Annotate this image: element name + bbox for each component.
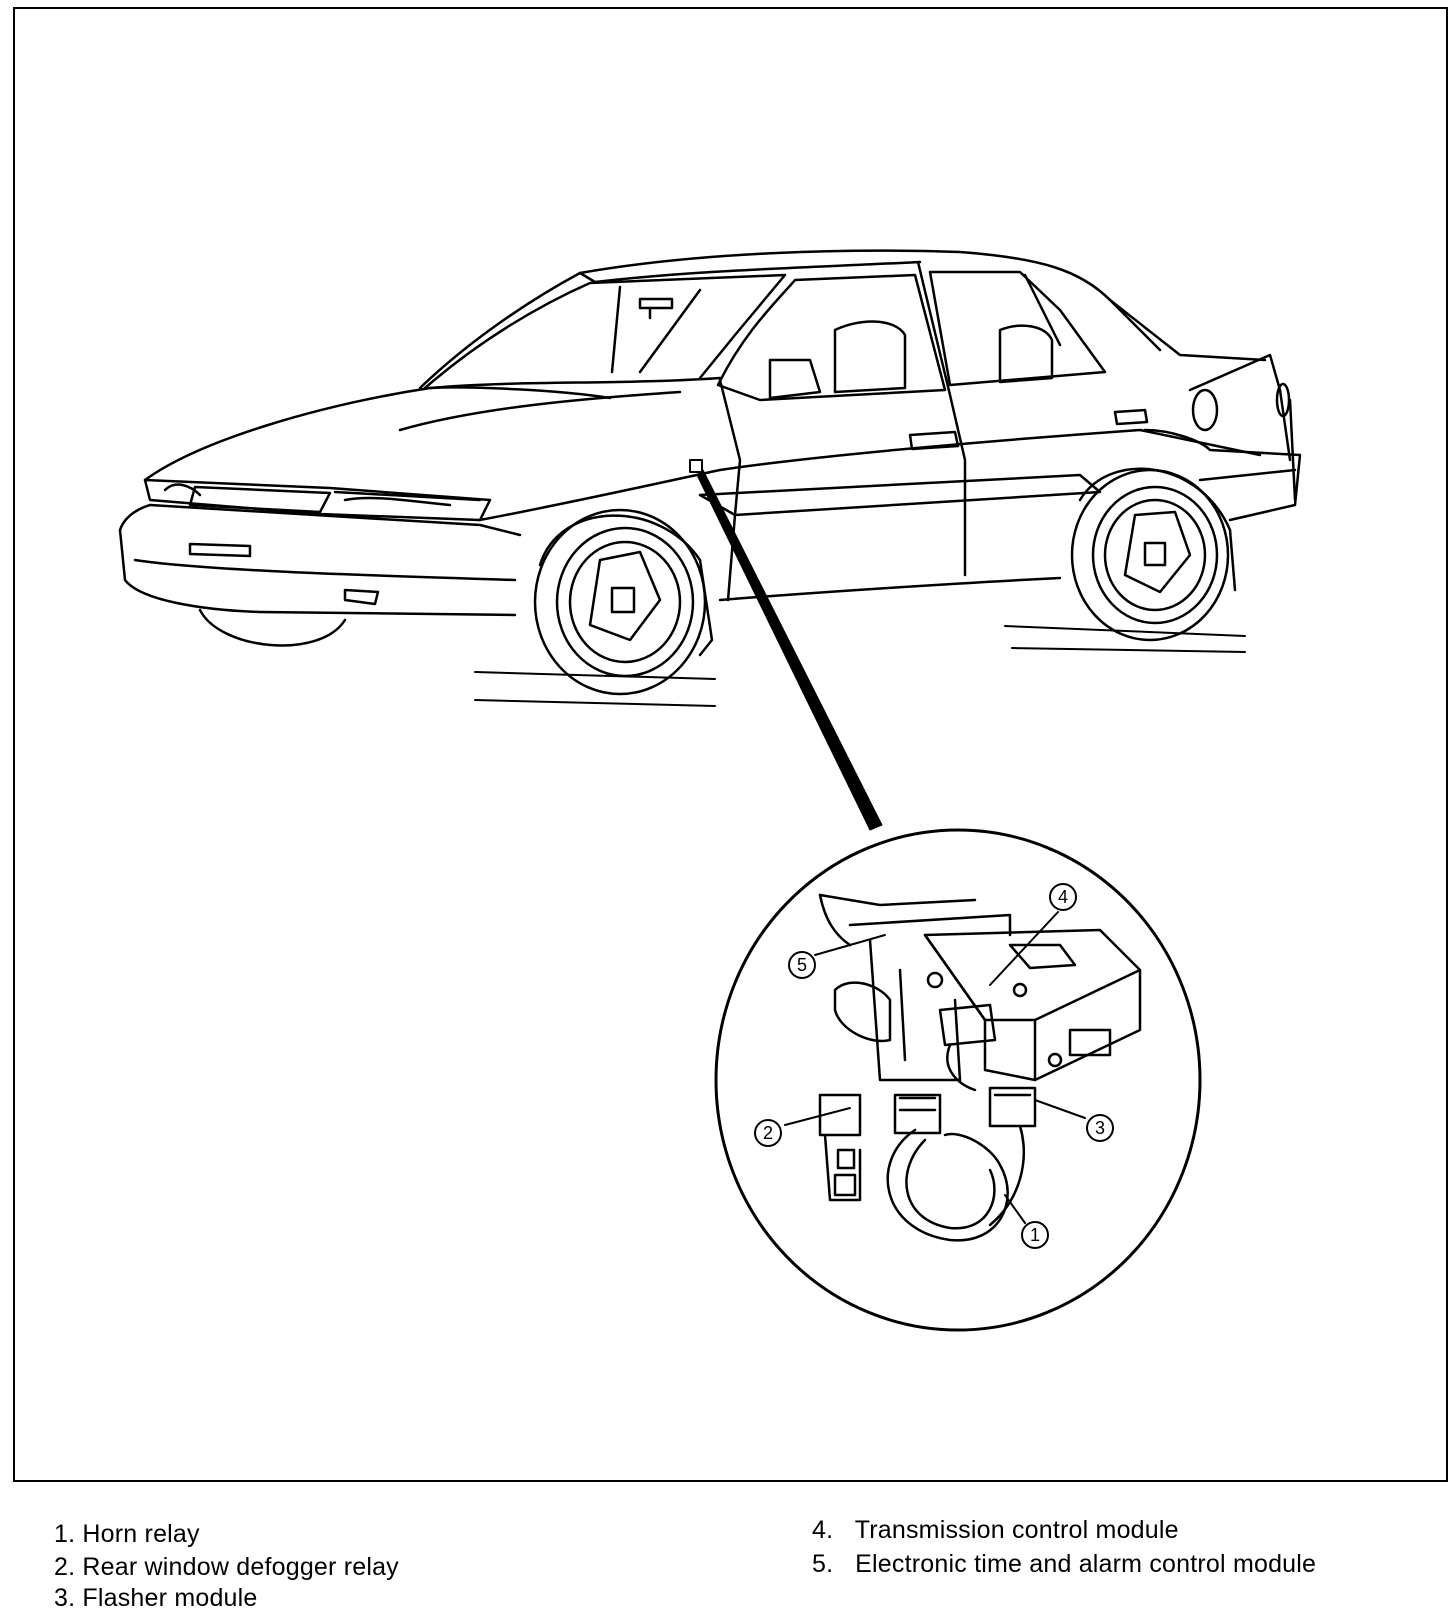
front-wheel bbox=[533, 508, 714, 696]
callout-number: 5 bbox=[797, 955, 807, 975]
legend-number: 3. bbox=[54, 1584, 76, 1612]
callout-5: 5 bbox=[788, 951, 816, 979]
ground-lines bbox=[474, 625, 1246, 707]
legend-label: Flasher module bbox=[82, 1584, 258, 1612]
legend-label: Transmission control module bbox=[854, 1516, 1179, 1544]
legend-item-rear-window-defogger-relay: 2. Rear window defogger relay bbox=[54, 1553, 399, 1582]
detail-inset: 4 5 2 3 1 bbox=[714, 828, 1202, 1332]
rear-wheel bbox=[1070, 467, 1237, 642]
callout-4: 4 bbox=[1049, 883, 1077, 911]
legend-label: Rear window defogger relay bbox=[82, 1553, 399, 1581]
legend-item-electronic-time-and-alarm-control-module: 5. Electronic time and alarm control mod… bbox=[812, 1550, 1316, 1579]
leader-line bbox=[696, 469, 883, 831]
callout-3: 3 bbox=[1086, 1114, 1114, 1142]
legend-number: 5. bbox=[812, 1550, 834, 1578]
legend-label: Electronic time and alarm control module bbox=[855, 1550, 1317, 1578]
legend-number: 1. bbox=[54, 1520, 76, 1548]
callout-number: 3 bbox=[1095, 1118, 1105, 1138]
callout-2: 2 bbox=[754, 1119, 782, 1147]
callout-number: 2 bbox=[763, 1123, 773, 1143]
callout-1: 1 bbox=[1021, 1221, 1049, 1249]
callout-number: 4 bbox=[1058, 887, 1068, 907]
diagram-frame bbox=[13, 7, 1448, 1482]
car-body bbox=[118, 249, 1302, 647]
legend-item-flasher-module: 3. Flasher module bbox=[54, 1584, 258, 1613]
legend-item-horn-relay: 1. Horn relay bbox=[54, 1520, 200, 1549]
callout-number: 1 bbox=[1030, 1225, 1040, 1245]
legend-number: 2. bbox=[54, 1553, 76, 1581]
legend-label: Horn relay bbox=[82, 1520, 200, 1548]
legend-item-transmission-control-module: 4. Transmission control module bbox=[812, 1516, 1179, 1545]
legend-number: 4. bbox=[812, 1516, 834, 1544]
